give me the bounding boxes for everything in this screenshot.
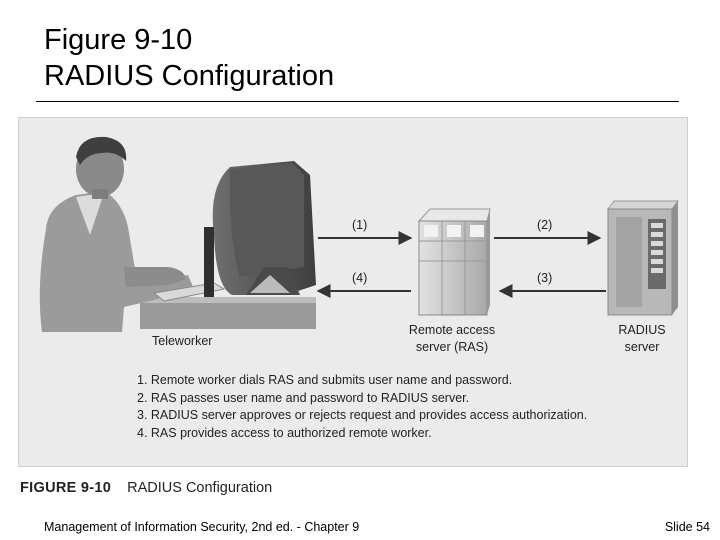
ras-label: Remote access server (RAS) <box>400 322 504 356</box>
person-icon <box>39 191 194 332</box>
arrow-label-1: (1) <box>352 218 368 232</box>
radius-server-icon <box>607 200 679 316</box>
teleworker-label: Teleworker <box>152 334 213 348</box>
radius-label-line2: server <box>624 340 660 354</box>
steps-list: 1. Remote worker dials RAS and submits u… <box>137 372 587 442</box>
arrow-label-2: (2) <box>537 218 553 232</box>
figure-caption: FIGURE 9-10 RADIUS Configuration <box>20 480 272 496</box>
teleworker-illustration <box>39 136 316 332</box>
radius-diagram <box>39 136 679 332</box>
step-item: 3. RADIUS server approves or rejects req… <box>137 408 588 422</box>
slide-number: Slide 54 <box>664 520 710 534</box>
figure-title: RADIUS Configuration <box>127 480 273 496</box>
step-item: 1. Remote worker dials RAS and submits u… <box>137 373 513 387</box>
ras-label-line2: server (RAS) <box>415 340 489 354</box>
ras-label-line1: Remote access <box>408 323 496 337</box>
slide-title-line1: Figure 9-10 <box>44 24 193 56</box>
ras-server-icon <box>417 208 491 316</box>
arrow-label-3: (3) <box>537 271 553 285</box>
slide-title-line2: RADIUS Configuration <box>44 60 335 92</box>
radius-label: RADIUS server <box>604 322 680 356</box>
title-divider <box>36 101 679 102</box>
footer-source: Management of Information Security, 2nd … <box>44 520 360 534</box>
step-item: 4. RAS provides access to authorized rem… <box>137 425 432 440</box>
monitor-icon <box>204 161 316 297</box>
desk-icon <box>140 301 316 329</box>
figure-number: FIGURE 9-10 <box>20 480 112 496</box>
radius-label-line1: RADIUS <box>618 323 666 337</box>
slide-title: Figure 9-10 RADIUS Configuration <box>44 22 334 94</box>
step-item: 2. RAS passes user name and password to … <box>137 390 470 405</box>
arrow-label-4: (4) <box>352 271 368 285</box>
